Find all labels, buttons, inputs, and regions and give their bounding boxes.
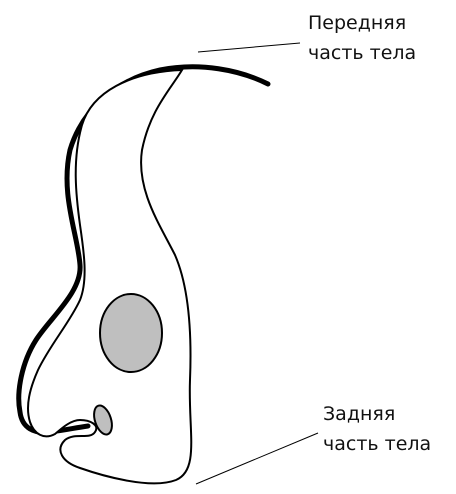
back-label: Задняя часть тела bbox=[323, 399, 431, 459]
front-label-line-1: Передняя bbox=[308, 8, 416, 38]
back-label-line-1: Задняя bbox=[323, 399, 431, 429]
nucleus bbox=[100, 294, 162, 372]
front-label-line-2: часть тела bbox=[308, 38, 416, 68]
back-leader-line bbox=[196, 433, 318, 484]
back-label-line-2: часть тела bbox=[323, 429, 431, 459]
front-label: Передняя часть тела bbox=[308, 8, 416, 68]
front-leader-line bbox=[198, 43, 300, 52]
